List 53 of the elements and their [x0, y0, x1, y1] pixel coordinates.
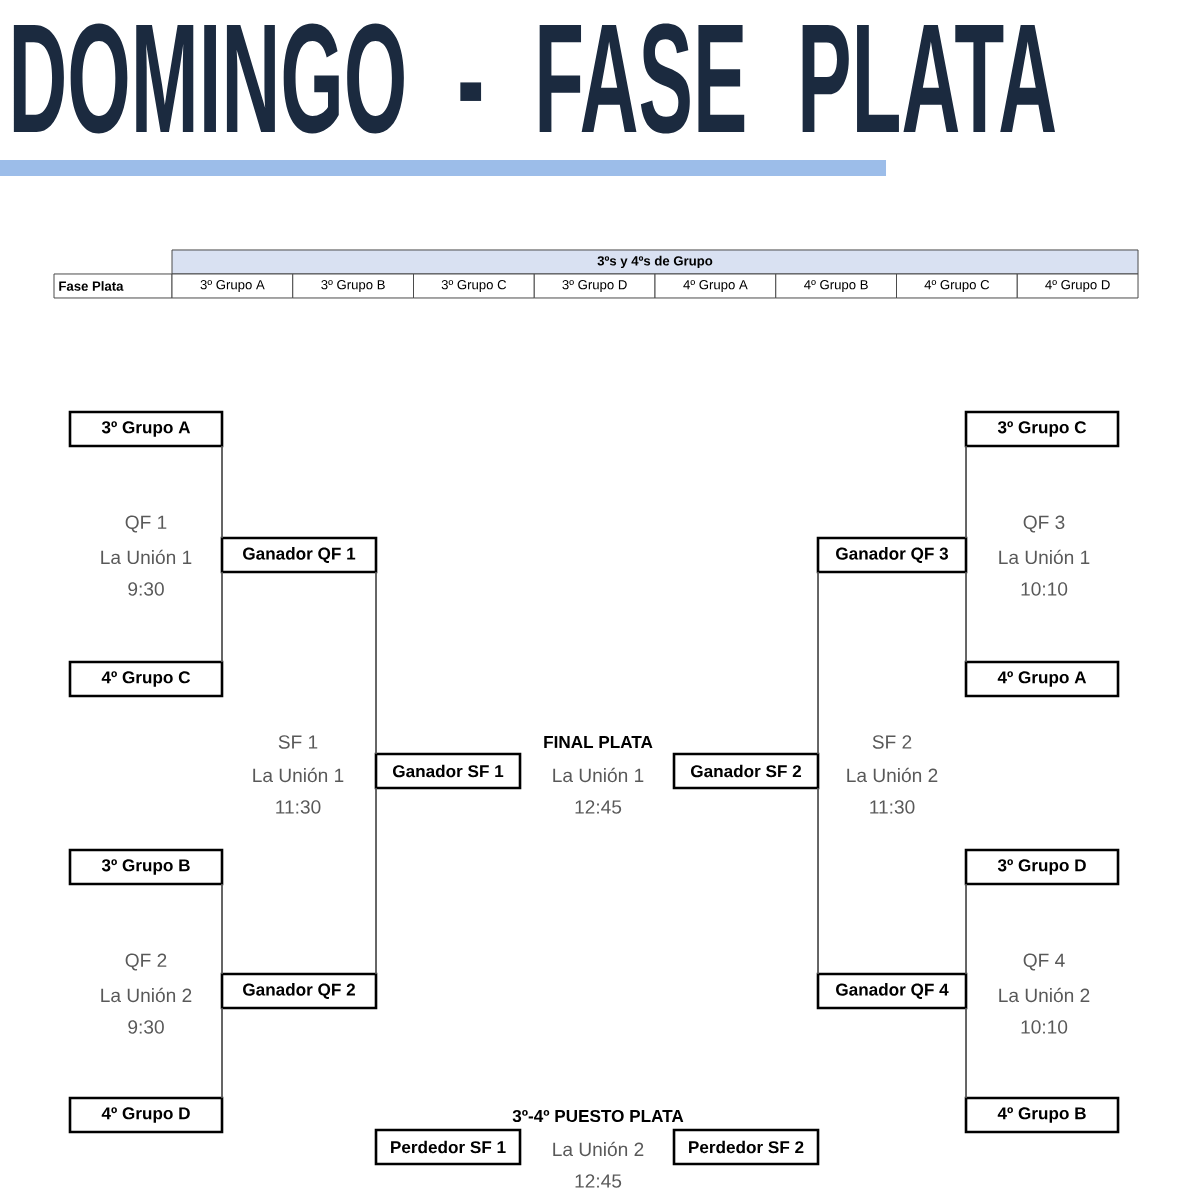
bracket-line	[221, 1007, 223, 1099]
bracket-box: 3º Grupo C	[964, 410, 1120, 448]
venue-label: La Unión 1	[553, 767, 644, 783]
bracket-box: Ganador QF 3	[816, 536, 968, 574]
bracket-line	[817, 787, 819, 975]
time-label: 10:10	[1021, 582, 1068, 596]
venue-label: La Unión 1	[101, 549, 192, 565]
venue-label: La Unión 1	[999, 549, 1090, 565]
bracket-box: Ganador SF 1	[374, 752, 522, 790]
bracket-line	[965, 1007, 967, 1099]
time-label: 9:30	[128, 582, 164, 596]
match-name: QF 1	[125, 515, 167, 533]
time-label: 12:45	[575, 800, 622, 814]
venue-label: La Unión 2	[553, 1141, 644, 1157]
match-name: QF 2	[125, 953, 167, 971]
bracket-line	[965, 883, 967, 975]
bracket-line	[375, 787, 377, 975]
bracket-box: 4º Grupo D	[68, 1096, 224, 1134]
bracket-line	[817, 571, 819, 755]
time-label: 11:30	[870, 800, 915, 814]
time-label: 12:45	[575, 1174, 622, 1188]
bracket-box: 3º Grupo A	[68, 410, 224, 448]
match-name: FINAL PLATA	[544, 736, 653, 748]
bracket-box: Ganador QF 1	[220, 536, 378, 574]
match-name: SF 2	[872, 735, 912, 749]
bracket-box: 4º Grupo C	[68, 660, 224, 698]
match-name: QF 3	[1023, 515, 1065, 533]
venue-label: La Unión 2	[847, 767, 938, 783]
bracket-box: Ganador QF 4	[816, 972, 968, 1010]
venue-label: La Unión 1	[253, 767, 344, 783]
time-label: 10:10	[1021, 1020, 1068, 1034]
match-name: 3º-4º PUESTO PLATA	[512, 1109, 684, 1123]
time-label: 9:30	[128, 1020, 164, 1034]
bracket-box: Perdedor SF 1	[374, 1128, 522, 1166]
bracket-line	[965, 445, 967, 539]
bracket-box: 3º Grupo D	[964, 848, 1120, 886]
bracket-line	[375, 571, 377, 755]
bracket-line	[221, 571, 223, 663]
venue-label: La Unión 2	[999, 987, 1090, 1003]
time-label: 11:30	[276, 800, 321, 814]
venue-label: La Unión 2	[101, 987, 192, 1003]
bracket-box: 4º Grupo A	[964, 660, 1120, 698]
match-name: QF 4	[1023, 953, 1065, 971]
bracket-line	[965, 571, 967, 663]
match-name: SF 1	[278, 735, 318, 749]
bracket-box: 3º Grupo B	[68, 848, 224, 886]
bracket-box: Ganador SF 2	[672, 752, 820, 790]
title: DOMINGO - FASE PLATA	[13, 23, 1055, 134]
bracket-line	[221, 883, 223, 975]
bracket-box: Ganador QF 2	[220, 972, 378, 1010]
bracket-line	[221, 445, 223, 539]
bracket-box: Perdedor SF 2	[672, 1128, 820, 1166]
bracket-box: 4º Grupo B	[964, 1096, 1120, 1134]
